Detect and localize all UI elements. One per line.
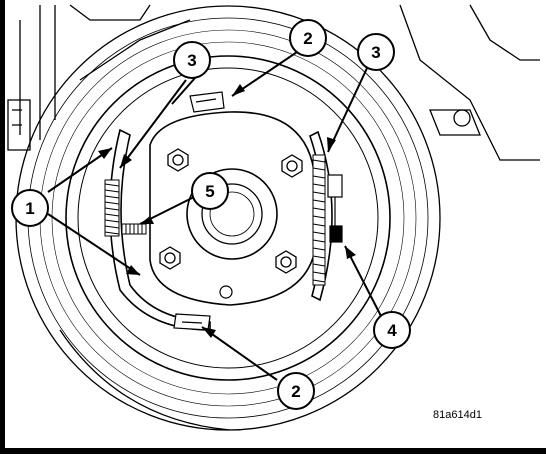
callout-3-left-label: 3 (187, 51, 196, 70)
backing-plate (149, 111, 316, 306)
leader-arrowheads (98, 84, 356, 338)
bolt-detail (219, 285, 233, 299)
callout-3-right-label: 3 (371, 43, 380, 62)
wheel-hub (186, 168, 278, 260)
return-spring-right (312, 154, 326, 286)
dust-shield (59, 329, 231, 431)
callout-2-bottom-label: 2 (291, 382, 300, 401)
callout-2-top: 2 (289, 19, 327, 57)
callout-2-top-label: 2 (303, 29, 312, 48)
leader-lines (47, 49, 382, 381)
wheel-stud (281, 154, 303, 178)
callout-2-bottom: 2 (277, 372, 315, 410)
callout-1: 1 (11, 189, 49, 227)
return-spring-left (104, 179, 120, 237)
callout-4: 4 (373, 311, 411, 349)
callout-1-label: 1 (25, 199, 34, 218)
adjuster-mechanism (327, 174, 343, 243)
figure-id: 81a614d1 (433, 409, 482, 421)
wheel-stud (159, 246, 181, 270)
wheel-studs (159, 148, 303, 274)
callout-5: 5 (191, 172, 229, 210)
callout-5-label: 5 (205, 182, 214, 201)
callout-4-label: 4 (387, 321, 397, 340)
callout-3-right: 3 (357, 33, 395, 71)
callout-3-left: 3 (173, 41, 211, 79)
frame-left-border (0, 0, 5, 454)
chassis-background (7, 4, 540, 161)
wheel-stud (167, 148, 189, 172)
wheel-stud (275, 250, 297, 274)
adjuster-spring (121, 223, 147, 235)
hold-down-spring-top (189, 91, 225, 113)
frame-bottom-border (0, 448, 546, 454)
